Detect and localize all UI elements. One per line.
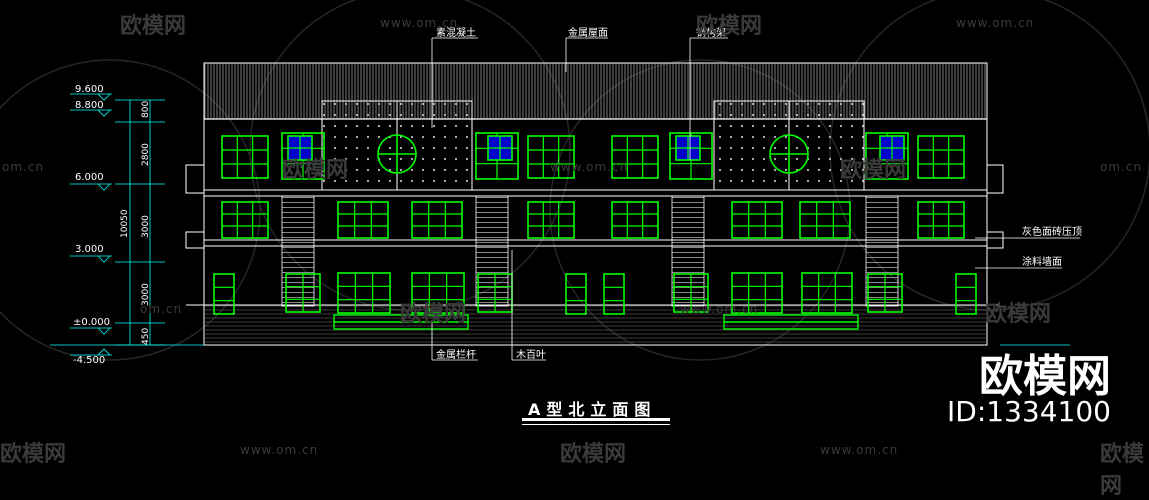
annotation-labels: 素混凝土 金属屋面 钢构架 灰色面砖压顶 涂料墙面 金属栏杆 木百叶 [436, 26, 1082, 361]
watermark-logo-2: 欧模网 [696, 14, 763, 39]
window [411, 201, 463, 239]
watermark-url-9: www.om.cn [820, 443, 899, 457]
watermark-logo-7: 欧模网 [0, 442, 67, 467]
window [955, 273, 977, 315]
dim-800: 800 [141, 101, 151, 118]
window [731, 201, 783, 239]
dimension-labels: 800 2800 3000 3000 10050 450 [120, 101, 151, 345]
window [213, 273, 235, 315]
dim-2800: 2800 [141, 143, 151, 166]
elev-0000: ±0.000 [73, 317, 110, 328]
title-underline-thin [522, 424, 670, 425]
watermark-url-6: om.cn [140, 302, 183, 316]
watermark-logo-4: 欧模网 [840, 158, 907, 183]
window [675, 135, 701, 161]
elev-6000: 6.000 [75, 172, 104, 183]
window-group [213, 132, 977, 315]
watermark-logo-3: 欧模网 [282, 158, 349, 183]
window [337, 201, 389, 239]
window [731, 272, 783, 314]
title-underline-thick [522, 418, 670, 421]
window [673, 273, 709, 313]
window [917, 135, 965, 179]
watermark-logo-6: 欧模网 [985, 302, 1052, 327]
dim-3000-b: 3000 [141, 283, 151, 306]
watermark-url-8: www.om.cn [240, 443, 319, 457]
elev-8800: 8.800 [75, 100, 104, 111]
brand-logo-text: 欧模网 [979, 351, 1111, 402]
window [411, 272, 465, 314]
window [565, 273, 587, 315]
drawing-title: A型北立面图 [528, 400, 657, 419]
elevation-drawing: 9.600 8.800 6.000 3.000 ±0.000 -4.500 80… [0, 0, 1149, 366]
ground-plinth [203, 304, 988, 346]
watermark-url-1: www.om.cn [380, 16, 459, 30]
label-wood-louver: 木百叶 [516, 349, 546, 361]
window [527, 201, 575, 239]
watermark-url-2: www.om.cn [956, 16, 1035, 30]
dim-450: 450 [141, 328, 151, 345]
window [603, 273, 625, 315]
window [527, 135, 575, 179]
label-concrete: 素混凝土 [436, 26, 476, 39]
window [879, 135, 905, 161]
watermark-url-4: www.om.cn [550, 160, 629, 174]
label-metal-roof: 金属屋面 [568, 26, 608, 39]
window [285, 273, 321, 313]
watermark-url-7: www.om.cn [680, 302, 759, 316]
window [611, 201, 659, 239]
window [337, 272, 391, 314]
window [799, 201, 851, 239]
elev-minus-4500: -4.500 [73, 355, 105, 366]
watermark-logo-1: 欧模网 [120, 14, 187, 39]
window [221, 135, 269, 179]
elev-3000: 3.000 [75, 244, 104, 255]
window [917, 201, 965, 239]
round-windows [377, 134, 809, 174]
watermark-url-5: om.cn [1100, 160, 1143, 174]
elev-9600: 9.600 [75, 84, 104, 95]
dim-3000-a: 3000 [141, 215, 151, 238]
watermark-logo-5: 欧模网 [400, 302, 467, 327]
elevation-marks [70, 93, 112, 356]
elevation-labels: 9.600 8.800 6.000 3.000 ±0.000 -4.500 [73, 84, 110, 366]
brand-id-text: ID:1334100 [947, 395, 1111, 428]
window [611, 135, 659, 179]
dimension-chain [50, 99, 1070, 346]
window [287, 135, 313, 161]
label-paint-wall: 涂料墙面 [1022, 255, 1062, 268]
label-metal-rail: 金属栏杆 [436, 348, 476, 361]
window [487, 135, 513, 161]
leader-lines [431, 37, 1080, 361]
label-grey-brick: 灰色面砖压顶 [1022, 225, 1082, 238]
watermark-url-3: om.cn [2, 160, 45, 174]
window [867, 273, 903, 313]
metal-rail-group [333, 314, 859, 330]
metal-roof [203, 62, 988, 120]
dim-10050: 10050 [120, 209, 130, 238]
stairwells [281, 195, 899, 307]
window [221, 201, 269, 239]
watermark-logo-9: 欧模网 [1100, 442, 1145, 499]
window [801, 272, 853, 314]
watermark-logo-8: 欧模网 [560, 442, 627, 467]
label-steel-frame: 钢构架 [696, 26, 726, 39]
